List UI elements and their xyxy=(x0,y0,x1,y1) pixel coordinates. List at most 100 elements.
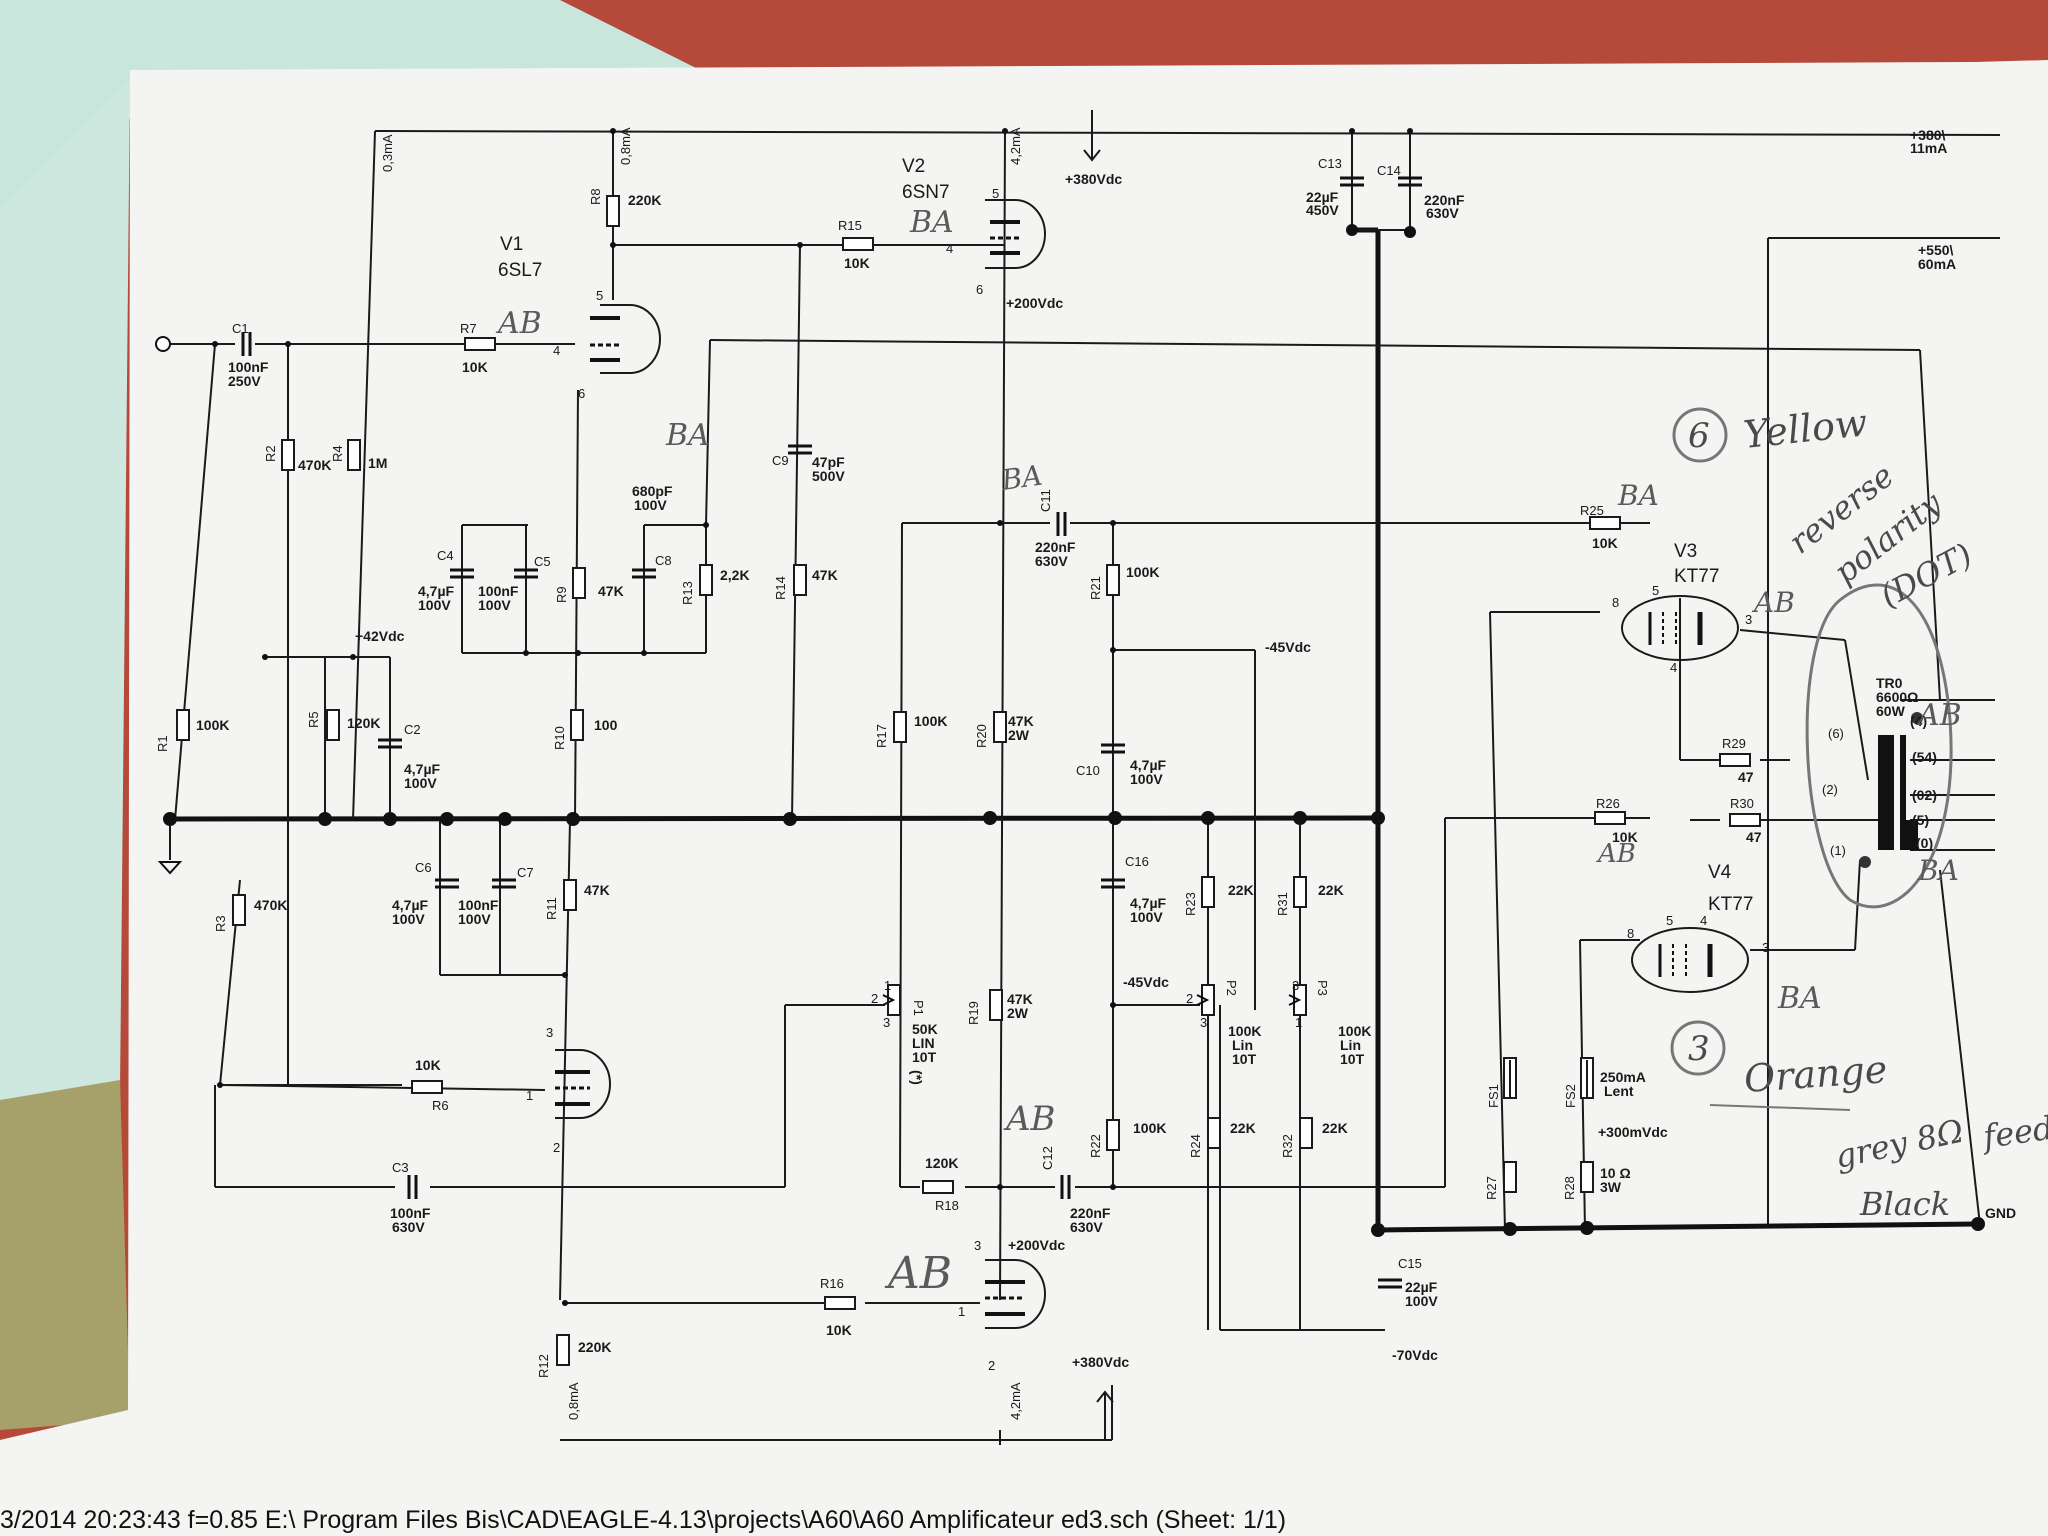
components-r31-ref-label: R31 xyxy=(1275,892,1290,916)
components-c12-v2-label: 630V xyxy=(1070,1219,1103,1235)
components-r9-ref-label: R9 xyxy=(554,586,569,603)
tr0-imp: 6600Ω xyxy=(1876,689,1918,705)
potentiometer-arrows xyxy=(882,994,1302,1006)
components-r17-v-label: 100K xyxy=(914,713,947,729)
components-p2-v2-label: Lin xyxy=(1232,1037,1253,1053)
components-r2-ref-label: R2 xyxy=(263,445,278,462)
v2-type: 6SN7 xyxy=(902,182,950,203)
components-c4-v2-label: 100V xyxy=(418,597,451,613)
handwritten-orange-label: Orange xyxy=(1743,1047,1889,1101)
tube-v4 xyxy=(1631,927,1749,993)
components-r27-ref-label: R27 xyxy=(1484,1176,1499,1200)
tube-v1a xyxy=(590,304,661,374)
rail-gnd: GND xyxy=(1985,1205,2016,1221)
components-r24-v-label: 22K xyxy=(1230,1120,1256,1136)
components-r21-v-label: 100K xyxy=(1126,564,1159,580)
current-labels: 0,3mA 0,8mA 4,2mA 0,8mA 4,2mA xyxy=(380,127,1023,1420)
handwritten-ab-label: AB xyxy=(1915,698,1962,733)
components-r11-ref-label: R11 xyxy=(544,897,559,920)
arrow-up-icon xyxy=(1096,1390,1114,1440)
components-r15-v-label: 10K xyxy=(844,255,870,271)
pencil-loop xyxy=(1805,583,1953,909)
components-r20-ref-label: R20 xyxy=(974,724,989,748)
pins-p6-label: 6 xyxy=(578,386,585,401)
components-c3-v2-label: 630V xyxy=(392,1219,425,1235)
components-r13-v-label: 2,2K xyxy=(720,567,750,583)
components-c11-ref-label: C11 xyxy=(1038,489,1053,512)
rail-200-top: +200Vdc xyxy=(1006,295,1063,311)
components-r5-v-label: 120K xyxy=(347,715,380,731)
tr_taps-0-label: (4) xyxy=(1910,713,1927,729)
components-c8-v1-label: 680pF xyxy=(632,483,673,499)
pins-p3-label: 3 xyxy=(1200,1015,1207,1030)
rail-380-right: +380\ xyxy=(1910,127,1946,143)
tr_taps-2-label: (02) xyxy=(1912,787,1937,803)
tube-v3 xyxy=(1621,595,1739,661)
pins-p1-label: 1 xyxy=(1295,1015,1302,1030)
pencil-circle-3 xyxy=(1670,1020,1726,1076)
components-r18-v-label: 120K xyxy=(925,1155,958,1171)
components-r3-v-label: 470K xyxy=(254,897,287,913)
handwritten-ba-label: BA xyxy=(1777,981,1822,1016)
current-v2-top: 4,2mA xyxy=(1008,127,1023,165)
rail-200-bottom: +200Vdc xyxy=(1008,1237,1065,1253)
tube-v2a xyxy=(985,199,1046,269)
components-r19-v1-label: 47K xyxy=(1007,991,1033,1007)
rail-380-bottom: +380Vdc xyxy=(1072,1354,1129,1370)
components-c8-ref-label: C8 xyxy=(655,553,672,568)
components-c2-ref-label: C2 xyxy=(404,722,421,737)
components-c11-v1-label: 220nF xyxy=(1035,539,1076,555)
components-p2-v3-label: 10T xyxy=(1232,1051,1257,1067)
components-c15-v2-label: 100V xyxy=(1405,1293,1438,1309)
components-c11-v2-label: 630V xyxy=(1035,553,1068,569)
tr_taps-3-label: (5) xyxy=(1912,812,1929,828)
components-c1-v1-label: 100nF xyxy=(228,359,269,375)
components-c7-v2-label: 100V xyxy=(458,911,491,927)
components-c14-v2-label: 630V xyxy=(1426,205,1459,221)
components-r28-v2-label: 3W xyxy=(1600,1179,1622,1195)
handwritten-ab-label: AB xyxy=(1003,1099,1056,1139)
components-c14-ref-label: C14 xyxy=(1377,163,1401,178)
rail-minus45-b: -45Vdc xyxy=(1123,974,1169,990)
v4-ref: V4 xyxy=(1708,862,1732,883)
v1-type: 6SL7 xyxy=(498,260,542,281)
components-r14-v-label: 47K xyxy=(812,567,838,583)
components-c8-v2-label: 100V xyxy=(634,497,667,513)
components-p3-ref-label: P3 xyxy=(1315,980,1330,996)
tube-labels: V1 6SL7 V2 6SN7 V3 KT77 V4 KT77 TR0 6600… xyxy=(498,156,1918,915)
pins-p4-label: 4 xyxy=(553,343,560,358)
components-p3-v2-label: Lin xyxy=(1340,1037,1361,1053)
fuse-symbols xyxy=(1509,1060,1588,1098)
footer-file-path: 3/2014 20:23:43 f=0.85 E:\ Program Files… xyxy=(0,1506,1286,1534)
components-r7-v-label: 10K xyxy=(462,359,488,375)
pins-p3-label: 3 xyxy=(546,1025,553,1040)
components-p3-v3-label: 10T xyxy=(1340,1051,1365,1067)
handwritten-black-label: Black xyxy=(1859,1185,1950,1223)
v4-type: KT77 xyxy=(1708,894,1753,915)
components-p1-v1-label: 50K xyxy=(912,1021,938,1037)
rail-550: +550\ xyxy=(1918,242,1954,258)
pins-p2-label: 2 xyxy=(871,991,878,1006)
v3-ref: V3 xyxy=(1674,541,1697,562)
rail-minus45-a: -45Vdc xyxy=(1265,639,1311,655)
pins-p5-label: 5 xyxy=(992,186,999,201)
current-r8: 0,8mA xyxy=(618,127,633,165)
components-p1-v4-label: (*) xyxy=(909,1070,925,1085)
pencil-underline xyxy=(1709,1104,1851,1111)
components-c9-v2-label: 500V xyxy=(812,468,845,484)
capacitor-symbols xyxy=(241,176,1422,1289)
current-r4: 0,3mA xyxy=(380,134,395,172)
tube-v1b xyxy=(555,1049,611,1119)
components-r6-v-label: 10K xyxy=(415,1057,441,1073)
components-c15-v1-label: 22µF xyxy=(1405,1279,1438,1295)
components-r7-ref-label: R7 xyxy=(460,321,477,336)
pins-p3-label: 3 xyxy=(1745,612,1752,627)
pins-p6-label: 6 xyxy=(976,282,983,297)
rail-300mv: +300mVdc xyxy=(1598,1124,1668,1140)
tr_taps-4-label: (0) xyxy=(1916,835,1933,851)
components-c15-ref-label: C15 xyxy=(1398,1256,1422,1271)
components-c10-ref-label: C10 xyxy=(1076,763,1100,778)
components-r1-v-label: 100K xyxy=(196,717,229,733)
components-c1-ref-label: C1 xyxy=(232,321,249,336)
